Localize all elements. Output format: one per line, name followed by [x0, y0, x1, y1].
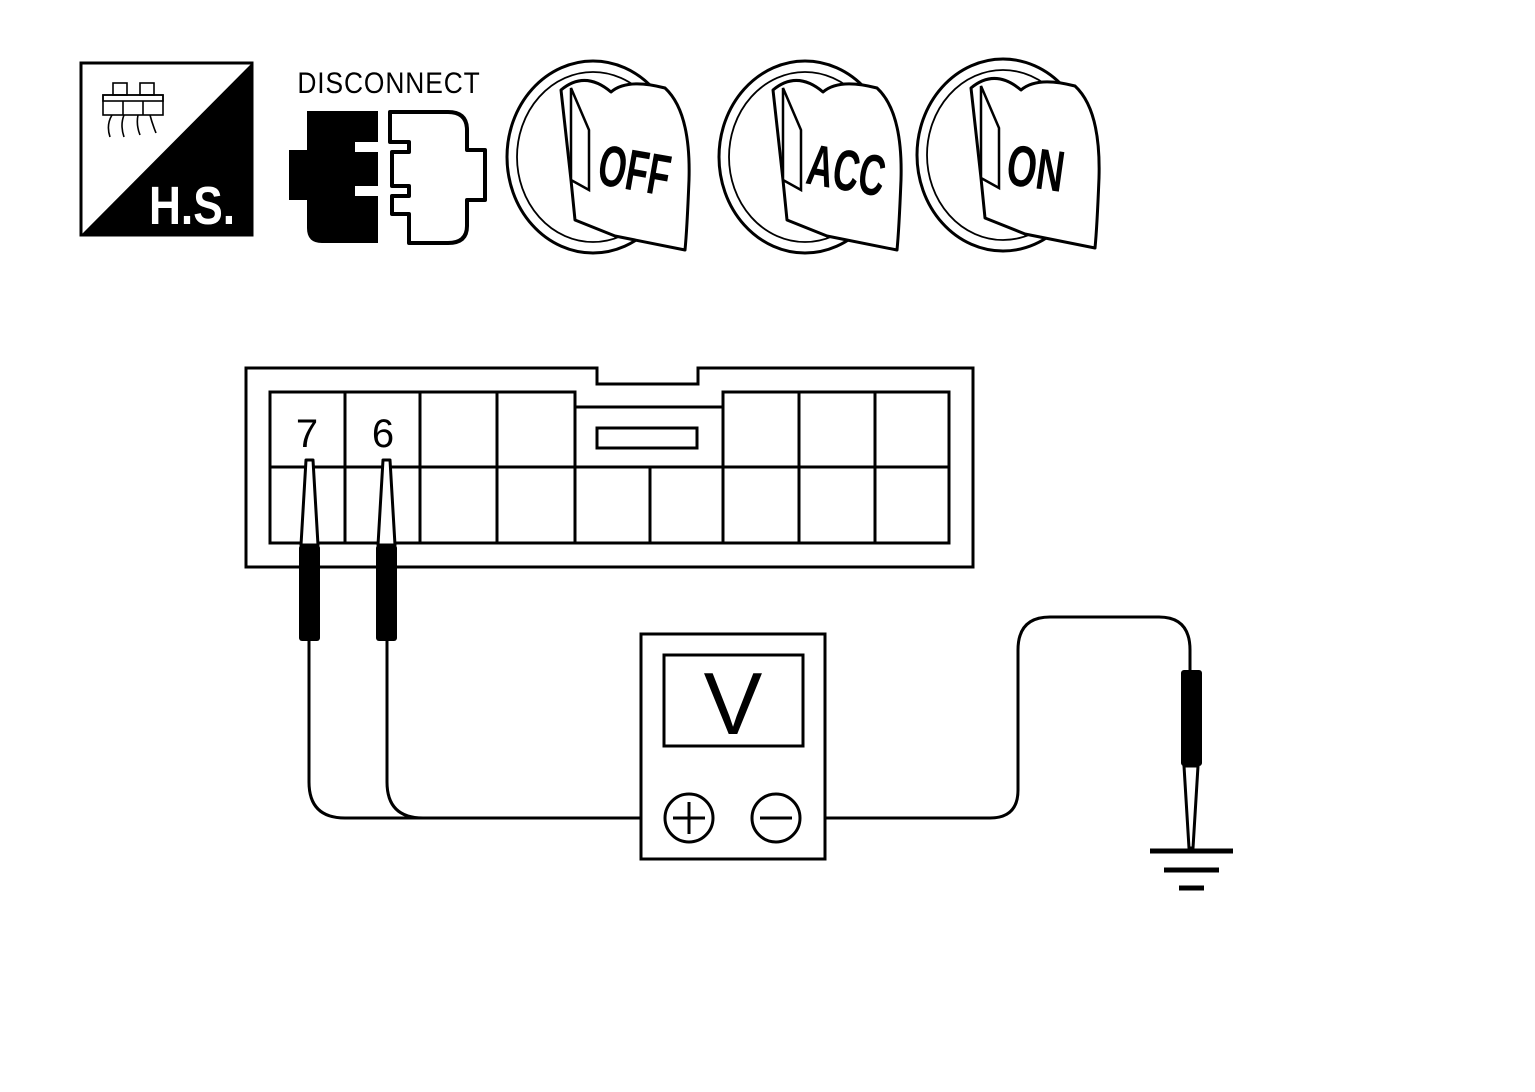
ignition-acc-label: ACC	[802, 132, 890, 209]
plus-terminal-icon	[663, 792, 715, 844]
ignition-on-label: ON	[1003, 134, 1069, 205]
terminal-7-label: 7	[296, 412, 318, 456]
voltmeter: V	[639, 632, 827, 861]
ignition-off-label: OFF	[593, 133, 675, 209]
harness-side-label: H.S.	[149, 176, 235, 236]
probe-terminal-6	[376, 458, 397, 641]
ignition-off-icon: OFF	[505, 59, 691, 255]
ignition-key-icon	[915, 57, 1101, 253]
ignition-on-icon: ON	[915, 57, 1101, 253]
ignition-key-icon	[505, 59, 691, 255]
ignition-acc-icon: ACC	[717, 59, 903, 255]
disconnect-label: DISCONNECT	[297, 65, 480, 99]
connector-face	[244, 366, 975, 569]
harness-connector-icon	[102, 82, 164, 138]
voltmeter-label: V	[704, 654, 763, 753]
terminal-6-label: 6	[372, 412, 394, 456]
disconnect-connector-icon	[289, 110, 487, 245]
ground-probe	[1181, 670, 1202, 850]
minus-terminal-icon	[750, 792, 802, 844]
ground-symbol-icon	[1150, 848, 1233, 891]
ignition-key-icon	[717, 59, 903, 255]
probe-terminal-7	[299, 458, 320, 641]
test-leads	[307, 615, 1192, 820]
harness-side-icon: H.S.	[79, 61, 254, 237]
disconnect-icon: DISCONNECT	[289, 65, 487, 245]
